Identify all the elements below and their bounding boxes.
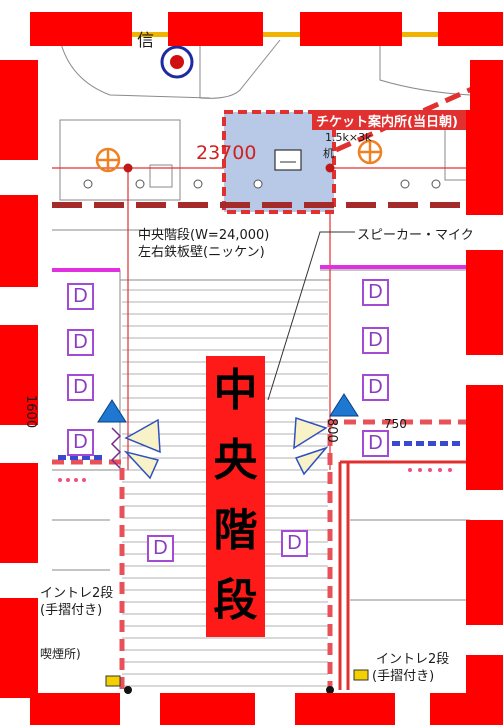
booth-header [312, 110, 472, 130]
central-stair-title: 中 央 階 段 [206, 356, 265, 637]
top-label: 信 [137, 31, 154, 51]
right-platform-label-line2: (手摺付き) [372, 669, 435, 684]
smoking-area-label: 喫煙所) [40, 647, 81, 661]
title-char: 階 [213, 505, 258, 556]
d-badge: D [147, 535, 174, 562]
magenta-barriers [52, 265, 470, 272]
left-platform-label-line2: (手摺付き) [40, 603, 103, 618]
right-number: 750 [384, 417, 407, 431]
left-platform-label-line1: イントレ2段 [40, 586, 114, 601]
stair-note-line2: 左右鉄板壁(ニッケン) [138, 245, 265, 260]
d-badge: D [67, 329, 94, 356]
top-yellow-band [120, 32, 450, 37]
d-badge: D [362, 327, 389, 354]
right-platform-label-line1: イントレ2段 [376, 652, 450, 667]
pink-dot-rows [58, 468, 452, 482]
stair-fence-dashed [52, 419, 470, 690]
d-badge: D [362, 430, 389, 457]
info-booth-desk: 机 [323, 147, 334, 160]
info-booth-label: チケット案内所(当日朝) [316, 115, 458, 130]
stair-note-line1: 中央階段(W=24,000) [138, 228, 270, 243]
title-char: 中 [213, 365, 258, 416]
post-markers [83, 179, 441, 189]
title-char: 央 [213, 435, 258, 486]
right-vertical-number: 800 [324, 418, 339, 443]
mask-blocks [0, 12, 503, 725]
speaker-cone-left [123, 418, 161, 480]
bottom-black-dots [124, 686, 334, 694]
d-badge: D [67, 374, 94, 401]
d-badge: D [362, 279, 389, 306]
title-char: 段 [213, 575, 258, 626]
left-vertical-number: 1600 [23, 395, 38, 429]
speaker-zigzag [110, 427, 122, 469]
crossed-circle-symbol [357, 139, 383, 165]
d-badge: D [362, 374, 389, 401]
d-badge: D [281, 530, 308, 557]
booth-desk-symbol [274, 149, 302, 171]
speaker-label: スピーカー・マイク [357, 228, 474, 243]
d-badge: D [67, 283, 94, 310]
d-badge: D [67, 429, 94, 456]
solid-red-rails [338, 460, 470, 690]
speaker-triangle-icon [97, 399, 127, 423]
seat-markers [58, 441, 460, 460]
dimension-label: 23700 [196, 142, 257, 164]
yellow-post-left [105, 675, 121, 687]
speaker-cone-right [293, 416, 329, 476]
target-symbol [160, 45, 194, 79]
info-booth-area [222, 110, 336, 214]
speaker-leader-line [267, 231, 355, 401]
red-dot-markers [123, 163, 335, 173]
info-booth-size: 1.5k×3k [325, 131, 372, 144]
crossed-circle-symbol [95, 147, 121, 173]
speaker-triangle-icon [329, 393, 359, 417]
yellow-post-right [353, 669, 369, 681]
